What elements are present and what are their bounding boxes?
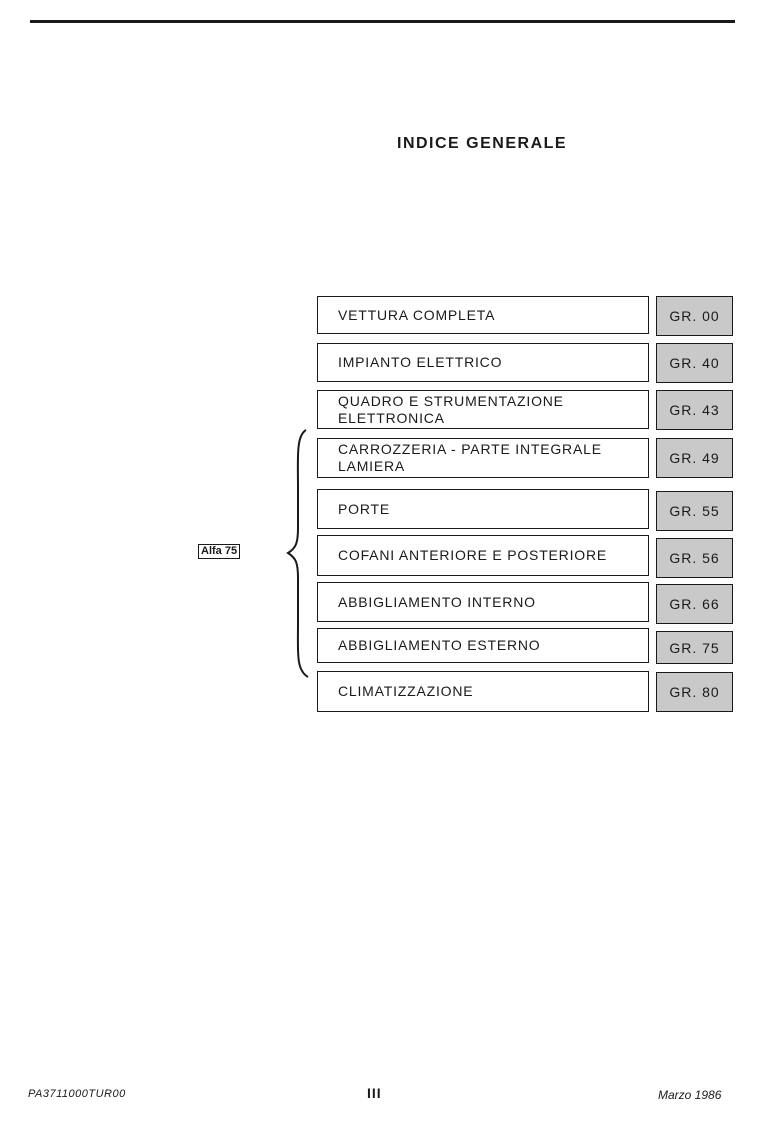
index-entry[interactable]: VETTURA COMPLETA (317, 296, 649, 334)
index-entry-label: IMPIANTO ELETTRICO (338, 354, 503, 370)
group-code-tab[interactable]: GR. 00 (656, 296, 733, 336)
group-code-tab[interactable]: GR. 49 (656, 438, 733, 478)
footer-date: Marzo 1986 (658, 1088, 722, 1102)
group-code-tab[interactable]: GR. 80 (656, 672, 733, 712)
index-entry[interactable]: QUADRO E STRUMENTAZIONE ELETTRONICA (317, 390, 649, 429)
index-entry-label: COFANI ANTERIORE E POSTERIORE (338, 547, 608, 563)
index-entry[interactable]: ABBIGLIAMENTO ESTERNO (317, 628, 649, 663)
group-code-tab[interactable]: GR. 40 (656, 343, 733, 383)
group-code-tab[interactable]: GR. 56 (656, 538, 733, 578)
footer-document-code: PA3711000TUR00 (28, 1088, 126, 1100)
index-entry-label: CARROZZERIA - PARTE INTEGRALE LAMIERA (338, 441, 602, 474)
index-entry[interactable]: ABBIGLIAMENTO INTERNO (317, 582, 649, 622)
model-badge: Alfa 75 (198, 544, 241, 559)
group-code-tab[interactable]: GR. 43 (656, 390, 733, 430)
index-entry-label: CLIMATIZZAZIONE (338, 683, 474, 699)
curly-brace-icon (286, 429, 309, 678)
group-code-tab[interactable]: GR. 55 (656, 491, 733, 531)
index-entry-label: PORTE (338, 500, 390, 517)
index-entry[interactable]: CARROZZERIA - PARTE INTEGRALE LAMIERA (317, 438, 649, 478)
index-entry[interactable]: COFANI ANTERIORE E POSTERIORE (317, 535, 649, 576)
index-entry-label: ABBIGLIAMENTO ESTERNO (338, 637, 541, 653)
index-entry-label: ABBIGLIAMENTO INTERNO (338, 593, 536, 610)
index-entry[interactable]: CLIMATIZZAZIONE (317, 671, 649, 712)
group-code-tab[interactable]: GR. 66 (656, 584, 733, 624)
page-title: INDICE GENERALE (397, 135, 568, 152)
index-entry-label: VETTURA COMPLETA (338, 306, 496, 323)
index-entry[interactable]: PORTE (317, 489, 649, 529)
top-rule (30, 20, 735, 23)
index-entry[interactable]: IMPIANTO ELETTRICO (317, 343, 649, 382)
index-entry-label: QUADRO E STRUMENTAZIONE ELETTRONICA (338, 392, 564, 426)
footer-page-number: III (367, 1085, 382, 1101)
group-code-tab[interactable]: GR. 75 (656, 631, 733, 664)
